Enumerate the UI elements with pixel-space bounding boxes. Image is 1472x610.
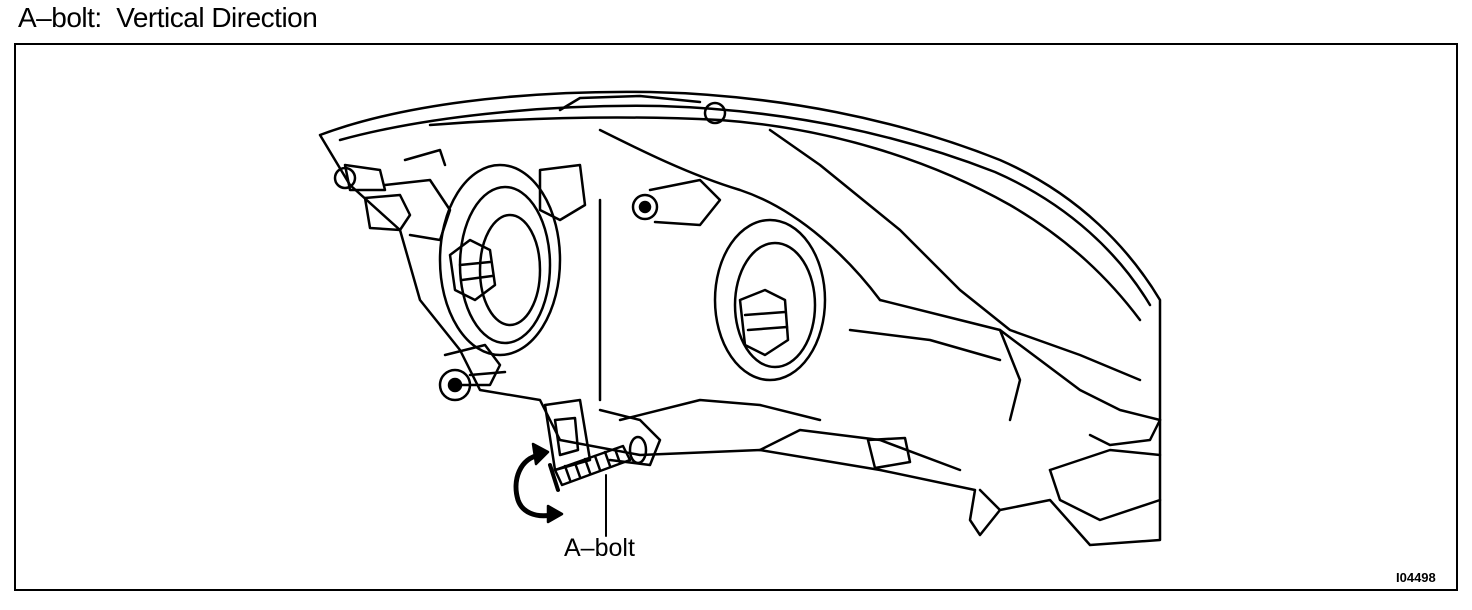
rotation-arrows-icon	[513, 442, 564, 524]
connectors	[333, 148, 722, 242]
a-bolt	[548, 444, 632, 492]
figure-id: I04498	[1396, 570, 1436, 585]
horizontal-adjuster	[438, 343, 507, 402]
vertical-adjuster-boss	[543, 398, 662, 472]
headlamp-housing	[318, 90, 1162, 547]
left-lamp-reflector	[438, 163, 562, 357]
illustration-frame	[14, 43, 1458, 591]
page-title: A–bolt: Vertical Direction	[18, 2, 318, 33]
right-lamp-reflector	[713, 218, 827, 382]
a-bolt-callout-label: A–bolt	[564, 534, 635, 562]
lower-clip	[866, 436, 912, 470]
